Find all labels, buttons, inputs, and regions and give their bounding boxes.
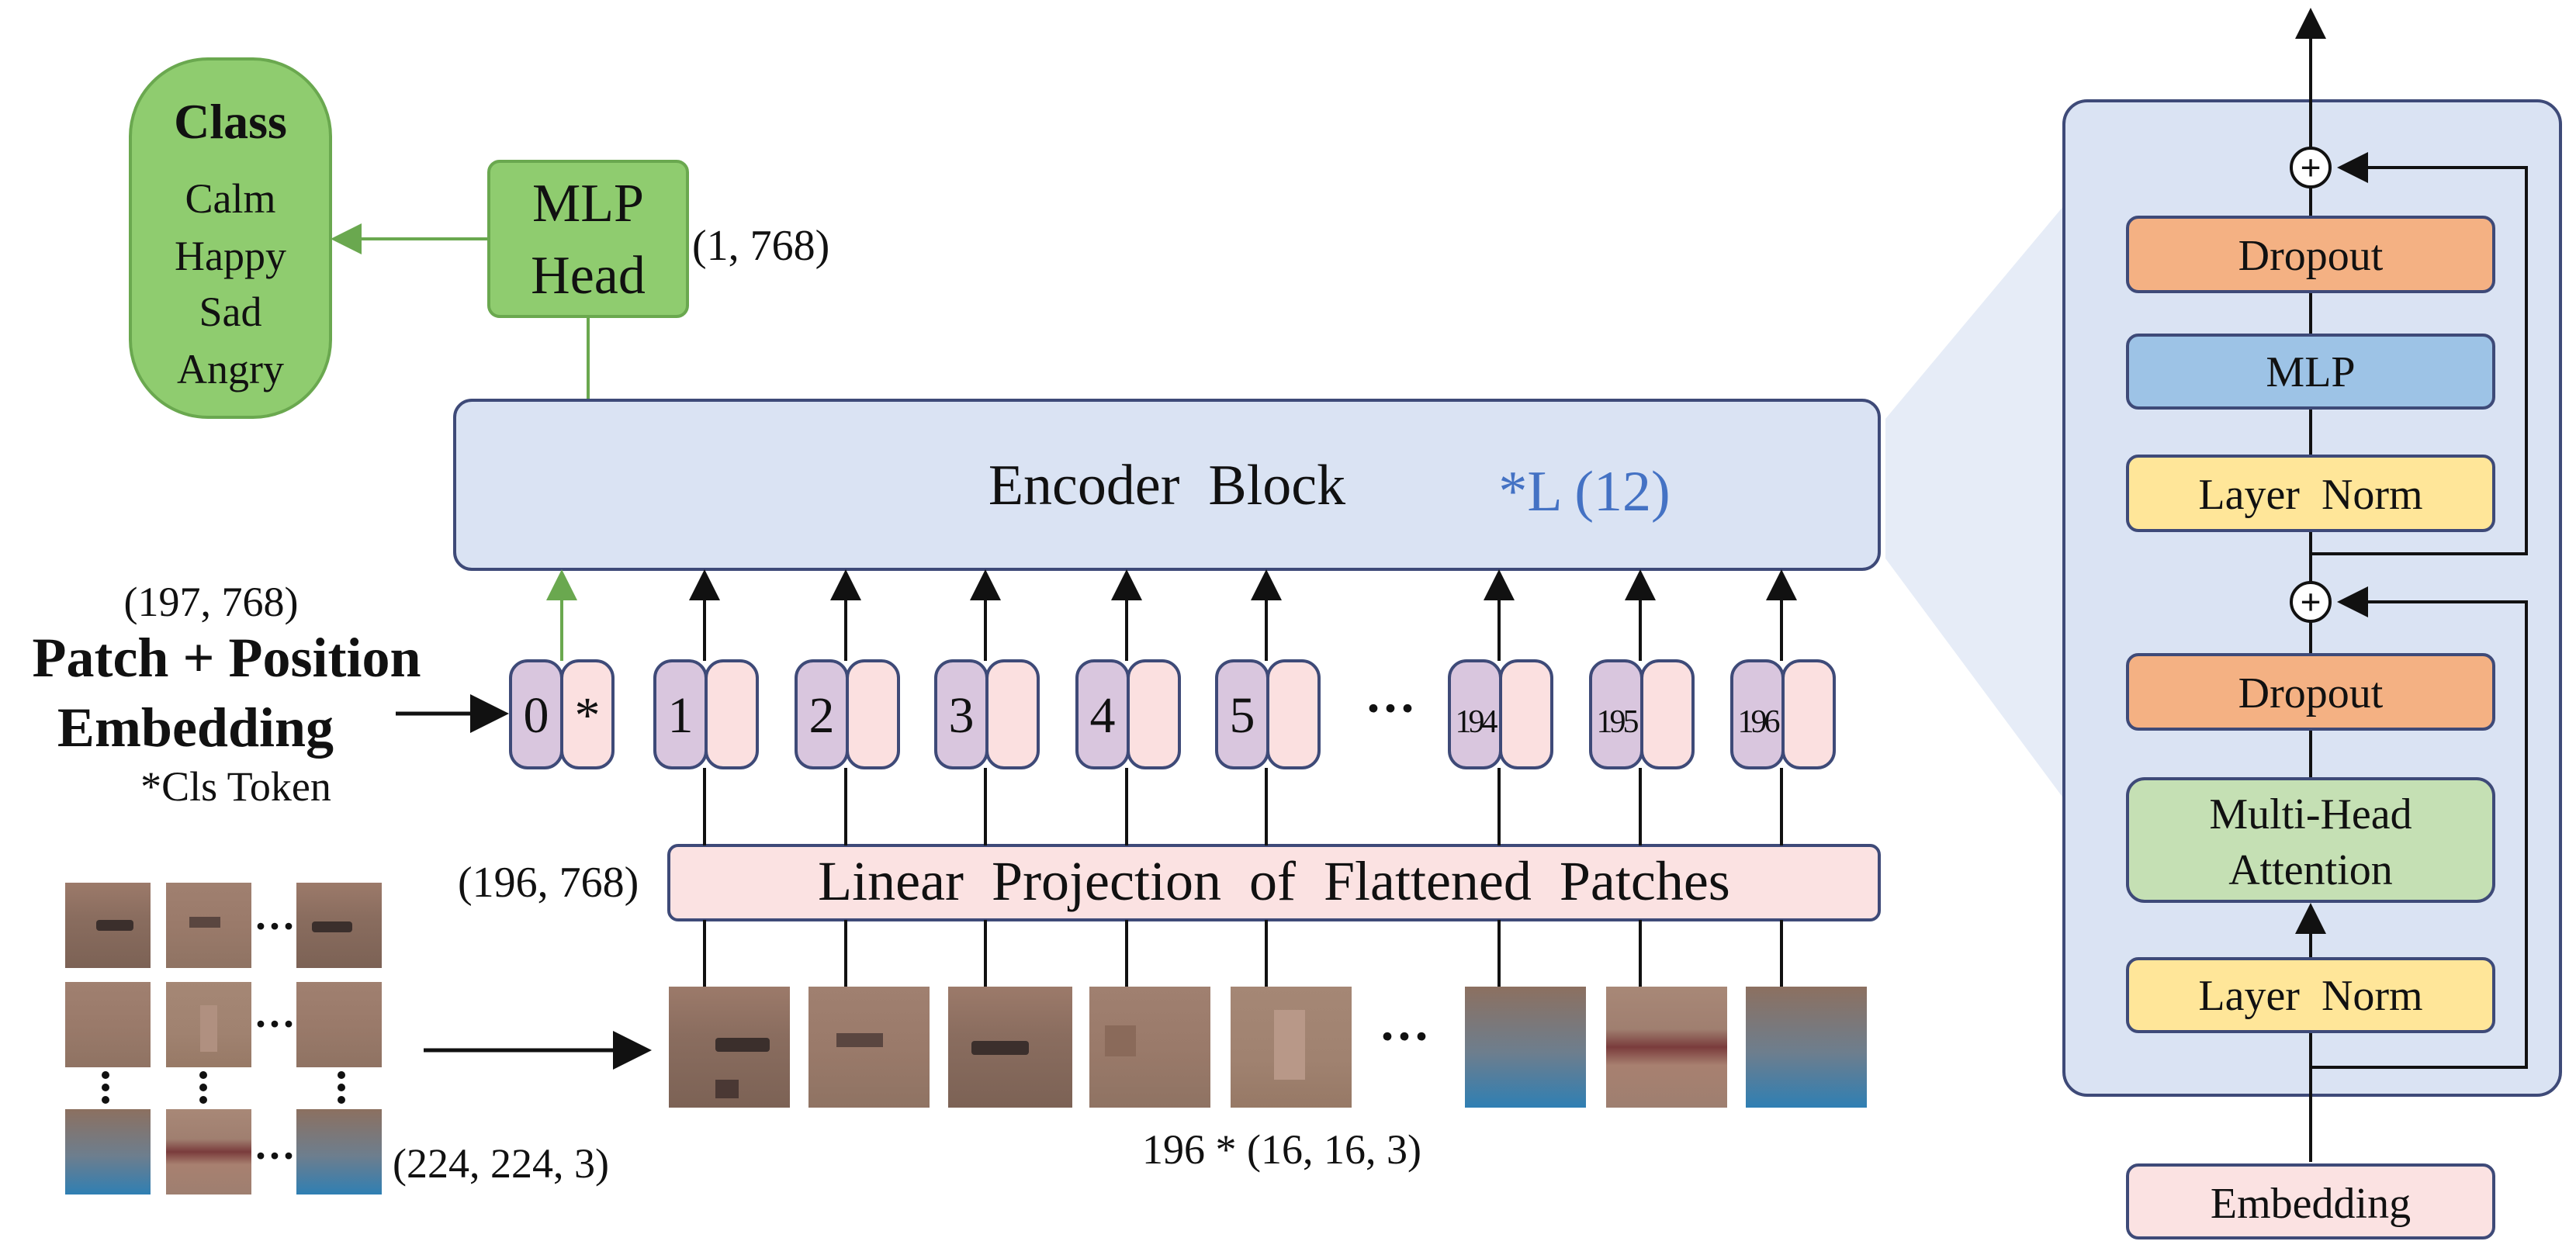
residual-add-lower: + <box>2290 581 2332 623</box>
token-2-patch <box>846 659 900 769</box>
mlp-head-line2: Head <box>531 246 646 306</box>
token-4-patch <box>1127 659 1181 769</box>
face-patch-r1c3 <box>296 883 382 968</box>
token-0-index: 0 <box>524 687 549 744</box>
embedding-shape: (197, 768) <box>124 579 299 625</box>
embedding-title-line2: Embedding <box>57 697 334 759</box>
token-0-patch <box>560 659 615 769</box>
token-0: 0* <box>509 659 615 769</box>
token-3: 3 <box>934 659 1040 769</box>
zoom-wedge <box>1885 206 2064 799</box>
mlp-head-line1: MLP <box>532 174 644 233</box>
patch-ellipsis: ··· <box>1379 1008 1430 1065</box>
class-item-angry: Angry <box>177 346 284 392</box>
flattened-patch-195 <box>1606 987 1727 1108</box>
detail-dropout-bottom-label: Dropout <box>2238 669 2384 717</box>
grid-ellipsis-row3: ··· <box>254 1132 296 1179</box>
face-patch-r2c1 <box>65 982 151 1067</box>
class-item-calm: Calm <box>185 175 276 222</box>
flattened-patch-1 <box>669 987 790 1108</box>
face-patch-r2c3 <box>296 982 382 1067</box>
detail-attention-line2: Attention <box>2228 846 2393 894</box>
token-ellipsis: ··· <box>1365 680 1416 737</box>
residual-add-upper-symbol: + <box>2300 147 2321 188</box>
token-6-patch <box>1499 659 1553 769</box>
token-5-patch <box>1266 659 1321 769</box>
grid-vertical-dots <box>102 1071 345 1104</box>
token-8-patch <box>1781 659 1836 769</box>
detail-embedding: Embedding <box>2126 1163 2495 1239</box>
face-patch-r3c1 <box>65 1109 151 1194</box>
token-0-tag: * <box>575 687 601 744</box>
class-item-sad: Sad <box>199 289 262 335</box>
detail-multi-head-attention: Multi-Head Attention <box>2126 777 2495 903</box>
class-item-happy: Happy <box>175 233 286 279</box>
detail-layer-norm-top: Layer Norm <box>2126 455 2495 532</box>
detail-attention-line1: Multi-Head <box>2209 790 2412 838</box>
flattened-patch-2 <box>808 987 930 1108</box>
projection-shape: (196, 768) <box>458 859 639 907</box>
token-8: 196 <box>1730 659 1836 769</box>
detail-embedding-label: Embedding <box>2211 1180 2411 1228</box>
flattened-patch-5 <box>1231 987 1352 1108</box>
detail-layer-norm-bottom-label: Layer Norm <box>2198 972 2422 1020</box>
linear-projection-box: Linear Projection of Flattened Patches <box>667 844 1881 921</box>
detail-mlp: MLP <box>2126 334 2495 410</box>
flattened-patch-4 <box>1089 987 1210 1108</box>
detail-layer-norm-top-label: Layer Norm <box>2198 471 2422 519</box>
patch-connectors <box>546 569 1797 987</box>
face-patch-r3c2 <box>166 1109 251 1194</box>
token-6-index: 194 <box>1456 704 1498 740</box>
token-5-index: 5 <box>1230 687 1255 744</box>
detail-layer-norm-bottom: Layer Norm <box>2126 957 2495 1033</box>
token-5: 5 <box>1215 659 1321 769</box>
token-8-index: 196 <box>1738 704 1780 740</box>
detail-dropout-top: Dropout <box>2126 216 2495 293</box>
token-7: 195 <box>1589 659 1695 769</box>
face-patch-r3c3 <box>296 1109 382 1194</box>
class-title: Class <box>174 94 287 149</box>
token-7-patch <box>1640 659 1695 769</box>
linear-projection-label: Linear Projection of Flattened Patches <box>818 850 1730 912</box>
face-patch-r2c2 <box>166 982 251 1067</box>
token-3-patch <box>985 659 1040 769</box>
token-1: 1 <box>653 659 759 769</box>
encoder-label: Encoder Block <box>989 454 1345 517</box>
cls-token-note: *Cls Token <box>140 763 331 810</box>
encoder-repeat: *L (12) <box>1498 460 1670 524</box>
detail-dropout-bottom: Dropout <box>2126 653 2495 731</box>
residual-path-lower <box>2311 586 2528 1069</box>
flattened-patch-3 <box>948 987 1072 1108</box>
embedding-title-line1: Patch + Position <box>32 627 421 689</box>
token-2-index: 2 <box>809 687 835 744</box>
token-7-index: 195 <box>1597 704 1639 740</box>
token-6: 194 <box>1448 659 1553 769</box>
residual-path-upper <box>2311 152 2528 555</box>
token-4-index: 4 <box>1090 687 1116 744</box>
token-1-index: 1 <box>668 687 694 744</box>
encoder-block: Encoder Block *L (12) <box>453 399 1881 571</box>
input-image-shape: (224, 224, 3) <box>393 1140 609 1187</box>
mlp-head-shape: (1, 768) <box>692 222 829 270</box>
class-output-box: Class Calm Happy Sad Angry <box>129 57 332 419</box>
flattened-patch-194 <box>1465 987 1586 1108</box>
detail-dropout-top-label: Dropout <box>2238 232 2384 280</box>
grid-ellipsis-row1: ··· <box>254 903 296 949</box>
mlp-head-box: MLP Head <box>487 160 689 318</box>
token-2: 2 <box>795 659 900 769</box>
flattened-patch-196 <box>1746 987 1867 1108</box>
token-3-index: 3 <box>949 687 975 744</box>
token-4: 4 <box>1075 659 1181 769</box>
face-patch-r1c1 <box>65 883 151 968</box>
patches-shape: 196 * (16, 16, 3) <box>1142 1126 1421 1173</box>
face-patch-r1c2 <box>166 883 251 968</box>
residual-add-lower-symbol: + <box>2300 582 2321 623</box>
token-1-patch <box>705 659 759 769</box>
residual-add-upper: + <box>2290 147 2332 188</box>
detail-mlp-label: MLP <box>2266 348 2355 396</box>
grid-ellipsis-row2: ··· <box>254 1001 296 1047</box>
